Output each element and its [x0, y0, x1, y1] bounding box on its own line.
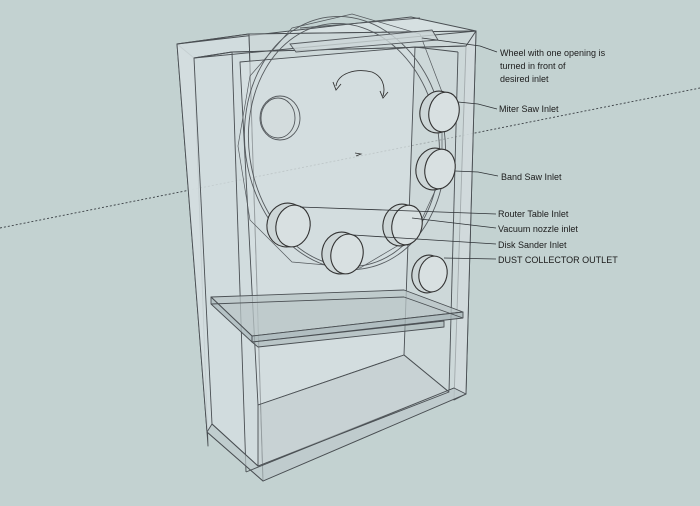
- leader-lines: [299, 37, 499, 260]
- label-wheel-line3: desired inlet: [500, 74, 549, 84]
- label-dust-collector: DUST COLLECTOR OUTLET: [498, 255, 618, 265]
- inlets: [266, 90, 460, 294]
- shelf-edge: [210, 296, 405, 305]
- leader-disk-sander: [352, 234, 497, 245]
- disk-sander-inlet: [321, 231, 364, 275]
- wheel-opening-inner: [260, 97, 296, 139]
- label-vacuum-nozzle: Vacuum nozzle inlet: [498, 224, 578, 234]
- band-saw-inlet: [415, 147, 456, 191]
- leader-wheel: [421, 37, 498, 53]
- shelf-edge: [403, 296, 464, 319]
- rotation-arrow: [335, 70, 385, 97]
- shelf: [210, 289, 464, 348]
- leader-dust-collector: [443, 257, 497, 260]
- center-mark: [354, 152, 363, 157]
- leader-band-saw: [454, 170, 499, 177]
- label-router-table: Router Table Inlet: [498, 209, 569, 219]
- cabinet-edge: [211, 423, 259, 467]
- rotation-arrowhead: [379, 90, 389, 99]
- cabinet-edge: [193, 51, 233, 59]
- cabinet-floor: [257, 354, 450, 467]
- label-band-saw: Band Saw Inlet: [501, 172, 562, 182]
- dust-collector-outlet: [411, 254, 448, 294]
- router-table-inlet: [266, 202, 311, 248]
- label-wheel-line1: Wheel with one opening is: [500, 48, 606, 58]
- cabinet: [176, 16, 477, 482]
- label-wheel-line2: turned in front of: [500, 61, 566, 71]
- wheel-edge: [299, 17, 421, 29]
- cabinet-edge: [414, 46, 459, 53]
- label-miter-saw: Miter Saw Inlet: [499, 104, 559, 114]
- wheel-opening: [259, 95, 301, 141]
- cabinet-edge: [245, 387, 455, 473]
- cabinet-edge: [193, 57, 213, 425]
- vacuum-nozzle-inlet: [382, 203, 423, 247]
- leader-vacuum-nozzle: [411, 217, 497, 229]
- shelf-shadow: [251, 320, 445, 348]
- leader-miter-saw: [457, 101, 498, 110]
- leader-router-table: [299, 206, 497, 215]
- cabinet-edge: [231, 51, 247, 473]
- rotation-arrowhead: [332, 81, 342, 91]
- miter-saw-inlet: [419, 90, 460, 134]
- label-disk-sander: Disk Sander Inlet: [498, 240, 567, 250]
